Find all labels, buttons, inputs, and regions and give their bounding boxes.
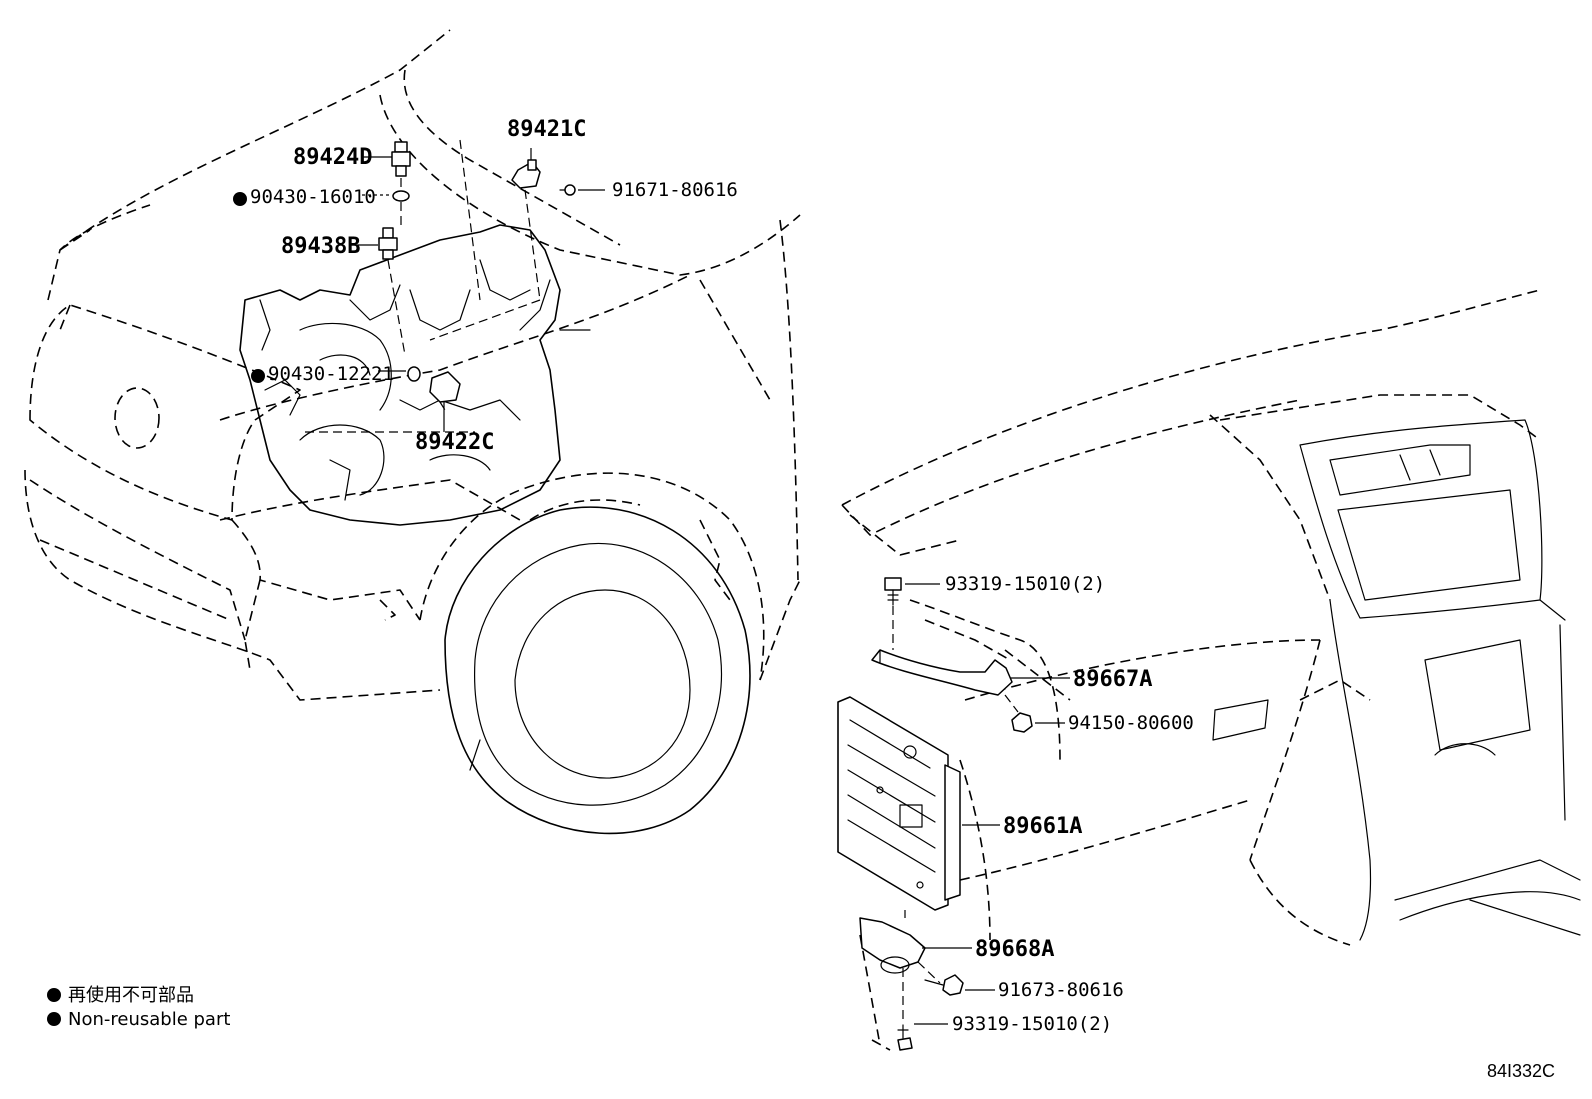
label-90430-16010: 90430-16010 <box>250 186 376 208</box>
label-89661A: 89661A <box>1003 814 1082 839</box>
label-89422C: 89422C <box>415 430 494 455</box>
ecu-guides <box>892 606 1019 1020</box>
left-leaders <box>350 148 605 432</box>
diagram-code: 84I332C <box>1487 1061 1555 1081</box>
label-93319-15010-top: 93319-15010(2) <box>945 573 1105 595</box>
right-leaders <box>905 583 1070 1025</box>
vehicle-front-outline <box>24 29 801 835</box>
label-89668A: 89668A <box>975 937 1054 962</box>
engine-bay-parts <box>378 141 576 403</box>
label-94150-80600: 94150-80600 <box>1068 712 1194 734</box>
non-reusable-marker-90430-12221 <box>251 369 265 383</box>
assembly-guides <box>305 139 541 433</box>
label-89438B: 89438B <box>281 234 360 259</box>
label-89667A: 89667A <box>1073 667 1152 692</box>
engine-assembly <box>239 224 591 526</box>
label-90430-12221: 90430-12221 <box>268 363 394 385</box>
label-91671-80616: 91671-80616 <box>612 179 738 201</box>
legend-bullet-en <box>47 1012 61 1026</box>
dashboard-outline <box>841 289 1581 1051</box>
legend-item-en: Non-reusable part <box>68 1009 230 1030</box>
non-reusable-marker-90430-16010 <box>233 192 247 206</box>
legend-item-ja: 再使用不可部品 <box>68 985 194 1006</box>
label-89421C: 89421C <box>507 117 586 142</box>
part-labels: 89424D 90430-16010 89438B 89421C 91671-8… <box>233 117 1194 1035</box>
legend-bullet-ja <box>47 988 61 1002</box>
label-93319-15010-bottom: 93319-15010(2) <box>952 1013 1112 1035</box>
ecu-assembly <box>837 577 1033 1051</box>
label-89424D: 89424D <box>293 145 372 170</box>
legend: 再使用不可部品 Non-reusable part <box>47 985 230 1030</box>
label-91673-80616: 91673-80616 <box>998 979 1124 1001</box>
